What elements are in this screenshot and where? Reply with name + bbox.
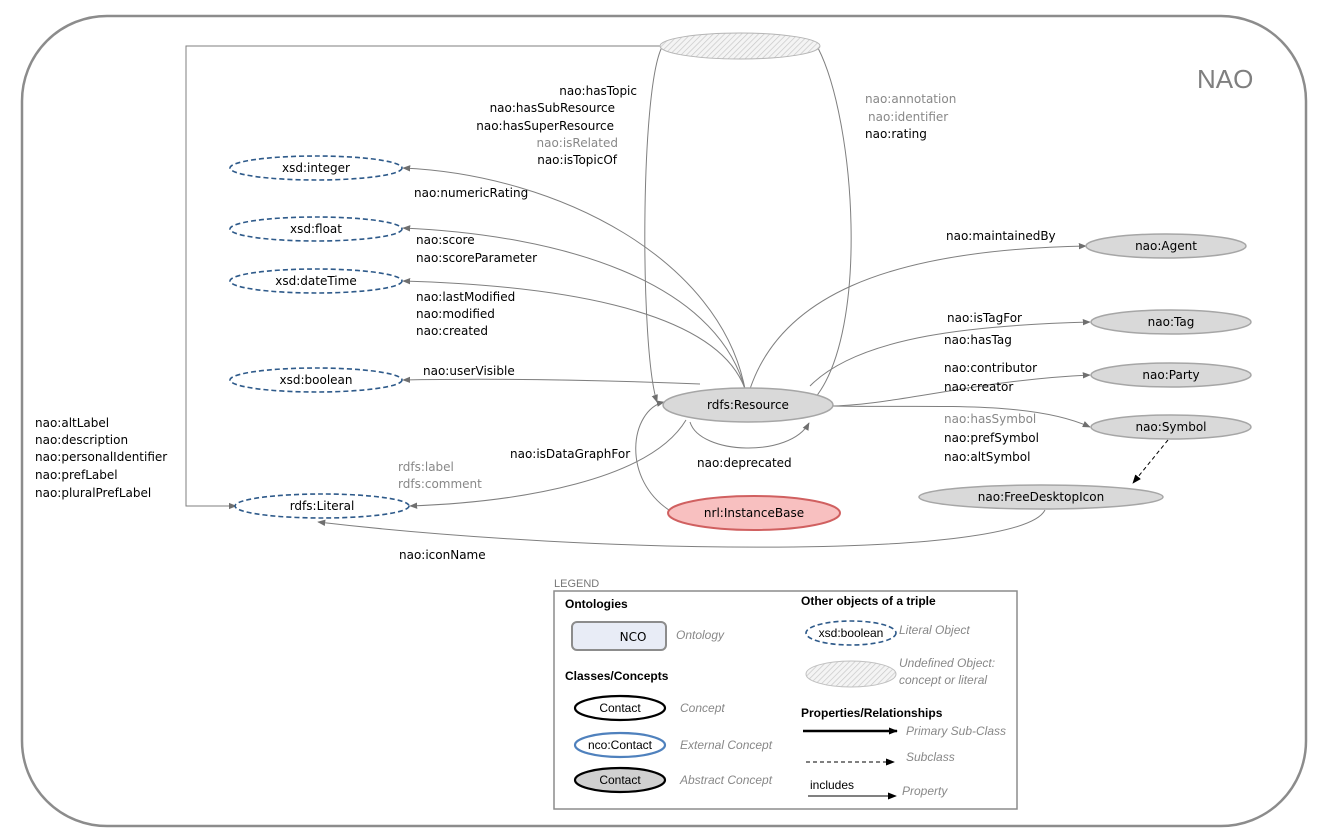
svg-text:xsd:dateTime: xsd:dateTime [275,274,356,288]
svg-text:nao:altSymbol: nao:altSymbol [944,450,1030,464]
legend-ontology-sample [571,621,667,651]
svg-text:LEGEND: LEGEND [554,578,599,590]
svg-text:nao:hasSymbol: nao:hasSymbol [944,412,1036,426]
label-maintained-by: nao:maintainedBy [946,229,1056,243]
svg-text:nao:creator: nao:creator [944,380,1013,394]
literal-node-integer: xsd:integer [229,155,403,181]
svg-text:nao:scoreParameter: nao:scoreParameter [416,251,537,265]
label-label-group: rdfs:label rdfs:comment [398,460,482,491]
svg-text:rdfs:Resource: rdfs:Resource [707,398,789,412]
svg-text:xsd:boolean: xsd:boolean [280,373,353,387]
legend-abstract-sample [573,766,667,794]
class-node-symbol: nao:Symbol [1090,414,1252,440]
class-node-agent: nao:Agent [1085,233,1247,259]
label-contributor-group: nao:contributor nao:creator [944,361,1037,394]
class-node-freedesktopicon: nao:FreeDesktopIcon [918,484,1164,510]
svg-text:rdfs:comment: rdfs:comment [398,477,482,491]
svg-text:nao:FreeDesktopIcon: nao:FreeDesktopIcon [978,490,1104,504]
legend-external-sample [573,731,667,759]
svg-text:nao:altLabel: nao:altLabel [35,416,109,430]
svg-text:nao:Symbol: nao:Symbol [1135,420,1206,434]
svg-text:nao:Party: nao:Party [1142,368,1199,382]
svg-text:nco:Contact: nco:Contact [588,738,653,752]
literal-node-rdfs-literal: rdfs:Literal [234,493,410,519]
label-date-group: nao:lastModified nao:modified nao:create… [416,290,515,338]
class-node-party: nao:Party [1090,362,1252,388]
svg-text:rdfs:Literal: rdfs:Literal [290,499,355,513]
svg-text:nao:contributor: nao:contributor [944,361,1037,375]
class-node-resource: rdfs:Resource [662,387,834,423]
svg-text:rdfs:label: rdfs:label [398,460,454,474]
svg-text:Ontologies: Ontologies [565,597,628,611]
svg-text:Primary Sub-Class: Primary Sub-Class [906,724,1006,738]
svg-text:Subclass: Subclass [906,750,955,764]
label-symbol-group: nao:hasSymbol nao:prefSymbol nao:altSymb… [944,412,1039,464]
svg-text:nao:hasTopic: nao:hasTopic [559,84,637,98]
label-topic-group: nao:hasTopic nao:hasSubResource nao:hasS… [476,84,637,167]
label-literal-group: nao:altLabel nao:description nao:persona… [35,416,167,500]
label-is-data-graph-for: nao:isDataGraphFor [510,447,630,461]
svg-text:nao:prefLabel: nao:prefLabel [35,468,118,482]
label-deprecated: nao:deprecated [697,456,792,470]
svg-text:NCO: NCO [620,630,647,644]
label-score-group: nao:score nao:scoreParameter [416,233,537,265]
svg-text:Undefined Object:: Undefined Object: [899,656,995,670]
svg-text:nao:personalIdentifier: nao:personalIdentifier [35,450,167,464]
literal-node-float: xsd:float [229,216,403,242]
label-numeric-rating: nao:numericRating [414,186,528,200]
class-node-tag: nao:Tag [1090,309,1252,335]
svg-text:Classes/Concepts: Classes/Concepts [565,669,669,683]
svg-text:nao:rating: nao:rating [865,127,927,141]
svg-text:nao:prefSymbol: nao:prefSymbol [944,431,1039,445]
svg-text:Contact: Contact [599,701,641,715]
svg-text:nao:hasSubResource: nao:hasSubResource [490,101,615,115]
svg-text:nao:description: nao:description [35,433,128,447]
svg-text:includes: includes [810,778,854,792]
svg-text:nao:modified: nao:modified [416,307,495,321]
label-has-tag: nao:hasTag [944,333,1012,347]
legend-concept-sample [573,694,667,722]
svg-text:nao:Agent: nao:Agent [1135,239,1197,253]
svg-text:nao:identifier: nao:identifier [868,110,948,124]
svg-text:concept or literal: concept or literal [899,673,987,687]
svg-text:nao:lastModified: nao:lastModified [416,290,515,304]
svg-text:nao:isTopicOf: nao:isTopicOf [537,153,618,167]
svg-text:nao:hasSuperResource: nao:hasSuperResource [476,119,614,133]
svg-text:nrl:InstanceBase: nrl:InstanceBase [704,506,804,520]
svg-text:Other objects of a triple: Other objects of a triple [801,594,936,608]
undefined-object-node [659,32,821,60]
ontology-title: NAO [1197,64,1253,94]
svg-text:External Concept: External Concept [680,738,773,752]
external-node-instancebase: nrl:InstanceBase [667,495,841,531]
svg-text:nao:created: nao:created [416,324,488,338]
svg-text:xsd:integer: xsd:integer [282,161,350,175]
svg-text:Properties/Relationships: Properties/Relationships [801,706,943,720]
svg-text:xsd:float: xsd:float [290,222,342,236]
literal-node-boolean: xsd:boolean [229,367,403,393]
label-is-tag-for: nao:isTagFor [947,311,1022,325]
svg-text:nao:pluralPrefLabel: nao:pluralPrefLabel [35,486,151,500]
literal-node-datetime: xsd:dateTime [229,268,403,294]
svg-text:Literal Object: Literal Object [899,623,970,637]
svg-text:nao:Tag: nao:Tag [1148,315,1195,329]
svg-text:Abstract Concept: Abstract Concept [679,773,773,787]
svg-text:Contact: Contact [599,773,641,787]
label-icon-name: nao:iconName [399,548,486,562]
svg-text:Concept: Concept [680,701,725,715]
label-user-visible: nao:userVisible [423,364,515,378]
svg-text:Ontology: Ontology [676,628,725,642]
legend-undefined-sample [805,660,897,688]
svg-text:nao:annotation: nao:annotation [865,92,956,106]
svg-text:nao:isRelated: nao:isRelated [536,136,618,150]
svg-text:xsd:boolean: xsd:boolean [819,626,884,640]
label-annotation-group: nao:annotation nao:identifier nao:rating [865,92,956,141]
legend: LEGEND Ontologies NCO Ontology Classes/C… [553,578,1018,810]
svg-text:Property: Property [902,784,948,798]
svg-text:nao:score: nao:score [416,233,475,247]
legend-literal-sample [805,620,897,646]
edges [185,45,1169,548]
